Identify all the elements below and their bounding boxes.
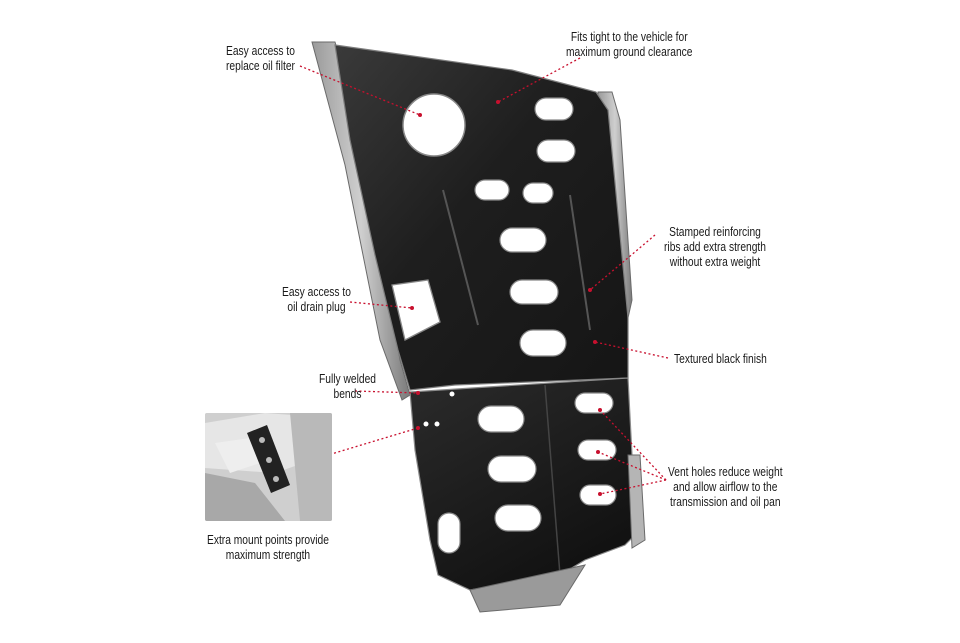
callout-ground-clearance: Fits tight to the vehicle for maximum gr… bbox=[566, 30, 693, 59]
drain-plug-opening bbox=[391, 279, 441, 341]
slot bbox=[519, 329, 567, 357]
mount-hole bbox=[449, 391, 455, 397]
callout-mount-points: Extra mount points provide maximum stren… bbox=[207, 533, 329, 562]
bottom-tab bbox=[469, 564, 587, 613]
vent-slot bbox=[574, 392, 614, 414]
slot bbox=[534, 97, 574, 121]
oil-filter-hole bbox=[402, 93, 466, 157]
callout-vent-holes: Vent holes reduce weight and allow airfl… bbox=[668, 465, 783, 509]
mount-hole bbox=[434, 421, 440, 427]
slot bbox=[509, 279, 559, 305]
callout-drain-plug: Easy access to oil drain plug bbox=[282, 285, 351, 314]
callout-black-finish: Textured black finish bbox=[674, 352, 767, 366]
right-tab bbox=[627, 454, 646, 549]
vent-slot bbox=[437, 512, 461, 554]
lower-fold bbox=[544, 384, 561, 576]
vent-slot bbox=[487, 455, 537, 483]
slot bbox=[536, 139, 576, 163]
rib-left bbox=[442, 189, 479, 326]
vent-slot bbox=[579, 484, 617, 506]
callout-welded-bends: Fully welded bends bbox=[319, 372, 376, 401]
rib-right bbox=[569, 194, 591, 331]
slot bbox=[522, 182, 554, 204]
mount-points-inset-photo bbox=[205, 413, 332, 521]
callout-reinforcing-ribs: Stamped reinforcing ribs add extra stren… bbox=[664, 225, 766, 269]
vent-slot bbox=[477, 405, 525, 433]
callout-oil-filter: Easy access to replace oil filter bbox=[226, 44, 295, 73]
vent-slot bbox=[494, 504, 542, 532]
mount-hole bbox=[423, 421, 429, 427]
slot bbox=[474, 179, 510, 201]
slot bbox=[499, 227, 547, 253]
upper-plate bbox=[334, 44, 629, 391]
